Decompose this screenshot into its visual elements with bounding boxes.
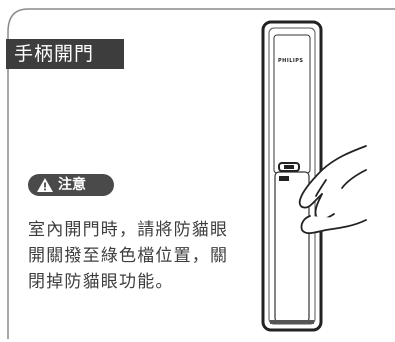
caution-badge: 注意 [28,174,114,196]
instruction-text: 室內開門時，請將防貓眼開關撥至綠色檔位置，關閉掉防貓眼功能。 [28,220,229,292]
brand-logo: PHILIPS [278,58,304,64]
instruction-card-frame [6,8,395,340]
door-lock-illustration: PHILIPS [250,20,370,335]
caution-label: 注意 [58,177,86,193]
section-title: 手柄開門 [6,39,124,69]
warning-triangle-icon [36,177,54,193]
